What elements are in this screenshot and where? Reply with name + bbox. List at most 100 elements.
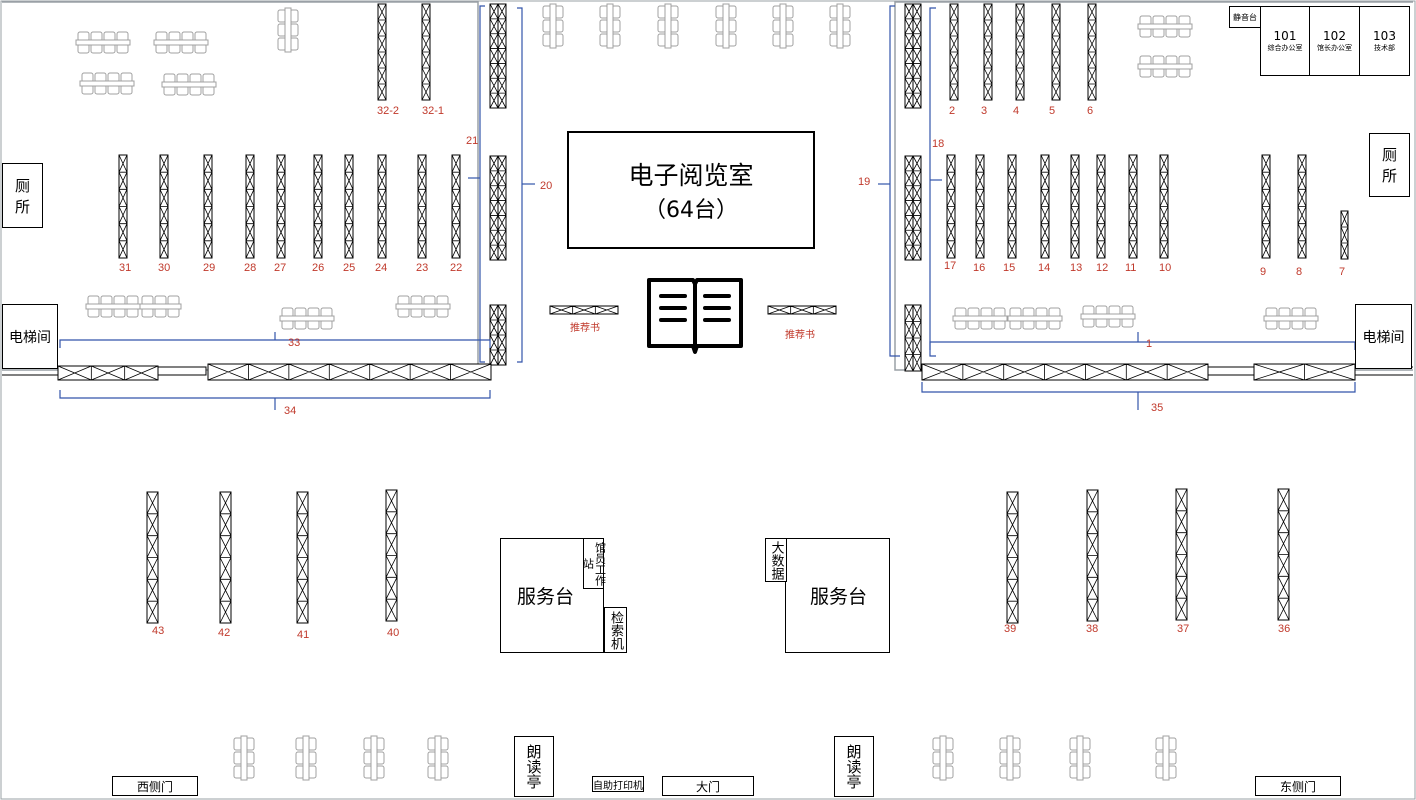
bookshelf — [385, 489, 398, 622]
shelf-number-40: 40 — [387, 627, 400, 639]
table-top — [139, 303, 182, 310]
bookshelf — [975, 154, 985, 259]
office-101[interactable]: 101 综合办公室 — [1260, 6, 1310, 76]
shelf-number-17: 17 — [944, 260, 957, 272]
elevator-east-label: 电梯间 — [1362, 329, 1405, 346]
shelf-number-25: 25 — [343, 262, 356, 274]
shelf-number-39: 39 — [1004, 623, 1017, 635]
recommended-books-west: 推荐书 — [570, 323, 600, 334]
search-machine[interactable]: 检索机 — [604, 607, 627, 653]
table-top — [939, 735, 947, 781]
reading-pavilion-west[interactable]: 朗读亭 — [514, 736, 554, 797]
table-top — [284, 7, 292, 53]
toilet-east[interactable]: 厕所 — [1369, 133, 1410, 197]
reading-pavilion-east[interactable]: 朗读亭 — [834, 736, 874, 797]
shelf-number-2: 2 — [949, 105, 956, 117]
bookshelf — [1261, 154, 1271, 259]
reader-table — [1080, 305, 1136, 328]
bookshelf — [912, 155, 922, 261]
reader-tables — [75, 3, 1319, 781]
reader-table — [153, 31, 209, 54]
bookshelf — [489, 304, 499, 366]
table-top — [1076, 735, 1084, 781]
shelf-number-23: 23 — [416, 262, 429, 274]
reader-table — [75, 31, 131, 54]
e-reading-room[interactable]: 电子阅览室 （64台） — [567, 131, 815, 249]
main-door[interactable]: 大门 — [662, 776, 754, 796]
reader-table — [395, 295, 451, 318]
toilet-west[interactable]: 厕所 — [2, 163, 43, 228]
shelf-number-9: 9 — [1260, 266, 1267, 278]
elevator-west[interactable]: 电梯间 — [2, 304, 58, 369]
shelf-number-6: 6 — [1087, 105, 1094, 117]
office-103[interactable]: 103 技术部 — [1359, 6, 1410, 76]
bookshelf — [946, 154, 956, 259]
big-data-screen[interactable]: 大数据 — [765, 538, 787, 582]
service-desk-west-label: 服务台 — [517, 586, 575, 608]
reader-table — [161, 73, 217, 96]
bookshelf — [203, 154, 213, 259]
office-102[interactable]: 102 馆长办公室 — [1309, 6, 1360, 76]
reader-table — [829, 3, 851, 49]
elevator-east[interactable]: 电梯间 — [1355, 304, 1412, 369]
table-top — [79, 80, 135, 87]
table-top — [1006, 735, 1014, 781]
service-desk-east[interactable]: 服务台 — [785, 538, 890, 653]
shelf-number-4: 4 — [1013, 105, 1020, 117]
table-top — [395, 303, 451, 310]
toilet-west-label: 厕所 — [14, 176, 30, 216]
bookshelf — [767, 305, 837, 315]
search-machine-label: 检索机 — [608, 610, 623, 650]
bookshelf — [296, 491, 309, 624]
shelf-number-30: 30 — [158, 262, 171, 274]
bookshelf — [421, 3, 431, 101]
shelf-number-32-2: 32-2 — [377, 105, 400, 117]
shelf-bracket — [59, 390, 491, 399]
toilet-east-label: 厕所 — [1381, 146, 1397, 185]
table-top — [153, 39, 209, 46]
west-door[interactable]: 西侧门 — [112, 776, 198, 796]
table-top — [836, 3, 844, 49]
bookshelf — [276, 154, 286, 259]
main-door-label: 大门 — [695, 779, 720, 794]
shelf-number-33: 33 — [288, 337, 301, 349]
reader-table — [79, 72, 135, 95]
table-top — [1137, 63, 1193, 70]
east-door-label: 东侧门 — [1279, 779, 1316, 794]
bookshelf — [1086, 489, 1099, 622]
table-top — [606, 3, 614, 49]
shelf-bracket — [929, 341, 1356, 350]
shelf-number-43: 43 — [152, 625, 165, 637]
elevator-west-label: 电梯间 — [9, 329, 51, 346]
office-101-name: 综合办公室 — [1267, 44, 1303, 52]
shelf-number-31: 31 — [119, 262, 132, 274]
east-door[interactable]: 东侧门 — [1255, 776, 1341, 796]
bookshelf — [1175, 488, 1188, 621]
open-book-icon — [647, 278, 743, 354]
bookshelf — [489, 3, 499, 109]
staff-workstation[interactable]: 馆员工作站 — [582, 538, 607, 589]
shelf-number-20: 20 — [540, 180, 553, 192]
self-service-printer[interactable]: 自助打印机 — [592, 776, 644, 792]
bookshelf — [921, 363, 1209, 381]
shelf-number-35: 35 — [1151, 402, 1164, 414]
table-top — [240, 735, 248, 781]
reader-table — [295, 735, 317, 781]
service-desk-east-label: 服务台 — [809, 586, 867, 608]
e-reading-room-capacity: （64台） — [644, 198, 738, 223]
bookshelf — [904, 3, 914, 109]
reader-table — [772, 3, 794, 49]
bookshelf — [146, 491, 159, 624]
bookshelf — [245, 154, 255, 259]
shelf-number-11: 11 — [1125, 262, 1137, 274]
silent-area-label: 静音台 — [1233, 12, 1257, 22]
bookshelf — [904, 304, 914, 372]
printer-label: 自助打印机 — [593, 780, 643, 792]
reader-table — [363, 735, 385, 781]
bookshelf — [912, 3, 922, 109]
shelf-number-28: 28 — [244, 262, 257, 274]
silent-area[interactable]: 静音台 — [1229, 6, 1261, 28]
table-top — [952, 315, 1008, 322]
shelf-number-24: 24 — [375, 262, 388, 274]
